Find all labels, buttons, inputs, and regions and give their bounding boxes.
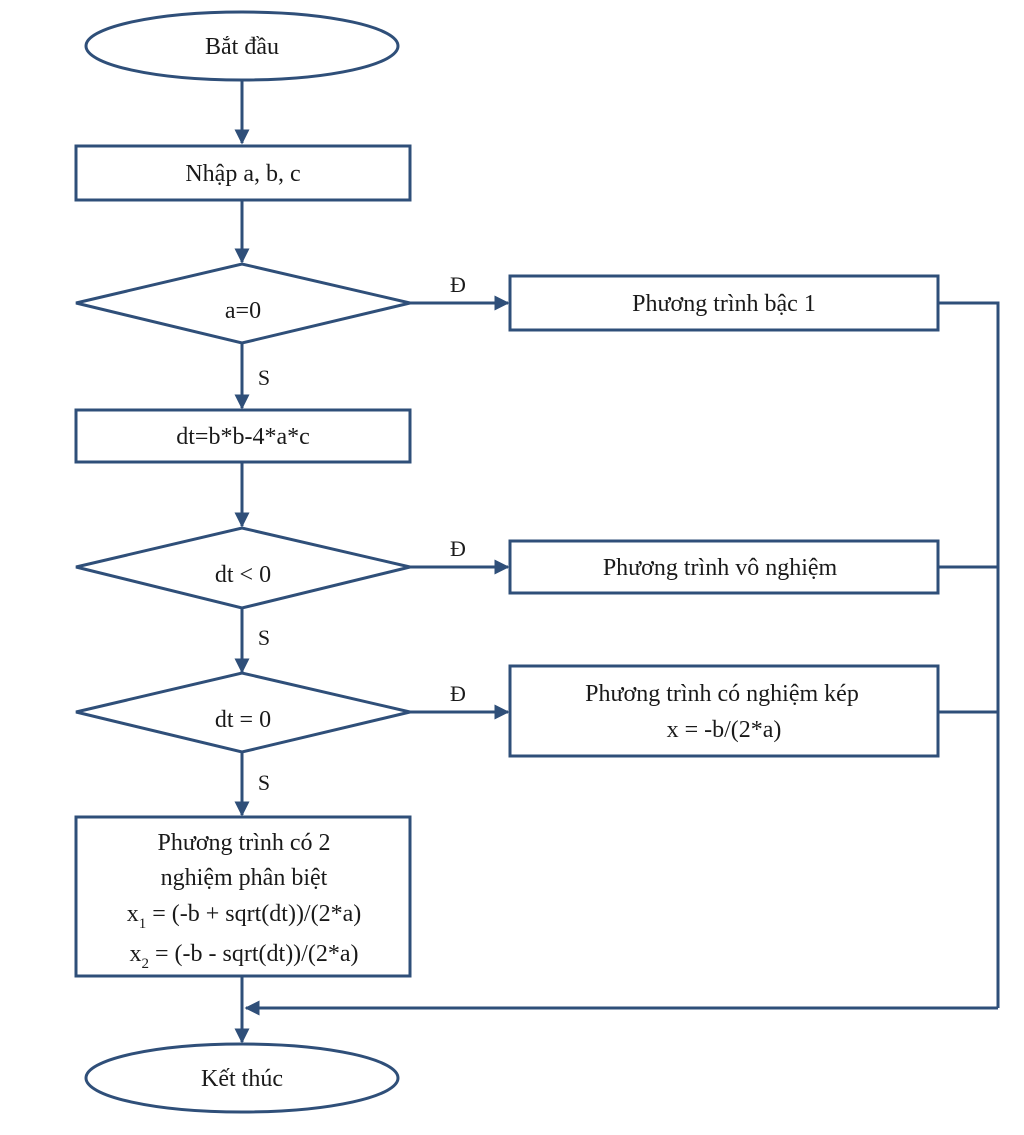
two-roots-line1: Phương trình có 2	[157, 830, 330, 856]
discriminant-label: dt=b*b-4*a*c	[176, 424, 310, 450]
x2-variable: x	[130, 941, 142, 967]
x1-subscript: 1	[139, 916, 147, 932]
end-node: Kết thúc	[84, 1042, 400, 1114]
discriminant-node: dt=b*b-4*a*c	[74, 408, 412, 464]
discriminant-box	[74, 408, 412, 464]
decision-a-diamond	[75, 262, 411, 345]
decision-eq-diamond	[75, 671, 411, 754]
decision-eq-label: dt = 0	[215, 707, 271, 733]
two-roots-node: Phương trình có 2 nghiệm phân biệt x1 = …	[74, 815, 412, 978]
decision-a-zero: a=0	[75, 262, 411, 345]
decision-dt-negative: dt < 0	[75, 526, 411, 610]
input-node: Nhập a, b, c	[74, 144, 412, 202]
no-label-eq: S	[258, 770, 270, 795]
no-root-box	[508, 539, 940, 595]
double-root-node: Phương trình có nghiệm kép x = -b/(2*a)	[508, 664, 940, 758]
start-ellipse	[84, 10, 400, 82]
linear-label: Phương trình bậc 1	[632, 291, 816, 317]
two-roots-line2: nghiệm phân biệt	[161, 865, 328, 891]
line-merge-right	[938, 301, 1000, 1008]
yes-label-lt: Đ	[450, 536, 466, 561]
start-node: Bắt đầu	[84, 10, 400, 82]
yes-label-a: Đ	[450, 272, 466, 297]
two-roots-x1-formula: x1 = (-b + sqrt(dt))/(2*a)	[127, 901, 362, 932]
connectors	[234, 80, 1000, 1044]
two-roots-box	[74, 815, 412, 978]
x1-variable: x	[127, 901, 139, 927]
end-label: Kết thúc	[201, 1066, 283, 1092]
two-roots-x2-formula: x2 = (-b - sqrt(dt))/(2*a)	[130, 941, 359, 972]
decision-a-label: a=0	[225, 298, 261, 324]
start-label: Bắt đầu	[205, 34, 279, 60]
x2-expression: = (-b - sqrt(dt))/(2*a)	[149, 941, 358, 967]
double-root-box	[508, 664, 940, 758]
double-root-line1: Phương trình có nghiệm kép	[585, 681, 859, 707]
decision-dt-zero: dt = 0	[75, 671, 411, 754]
no-root-label: Phương trình vô nghiệm	[603, 555, 838, 581]
branch-labels: Đ S Đ S Đ S	[258, 272, 466, 795]
double-root-line2: x = -b/(2*a)	[667, 717, 782, 743]
x2-subscript: 2	[142, 956, 150, 972]
x1-expression: = (-b + sqrt(dt))/(2*a)	[146, 901, 361, 927]
linear-box	[508, 274, 940, 332]
end-ellipse	[84, 1042, 400, 1114]
decision-lt-label: dt < 0	[215, 562, 271, 588]
yes-label-eq: Đ	[450, 681, 466, 706]
input-label: Nhập a, b, c	[185, 161, 300, 187]
decision-lt-diamond	[75, 526, 411, 610]
no-root-node: Phương trình vô nghiệm	[508, 539, 940, 595]
no-label-lt: S	[258, 625, 270, 650]
linear-node: Phương trình bậc 1	[508, 274, 940, 332]
input-box	[74, 144, 412, 202]
no-label-a: S	[258, 365, 270, 390]
